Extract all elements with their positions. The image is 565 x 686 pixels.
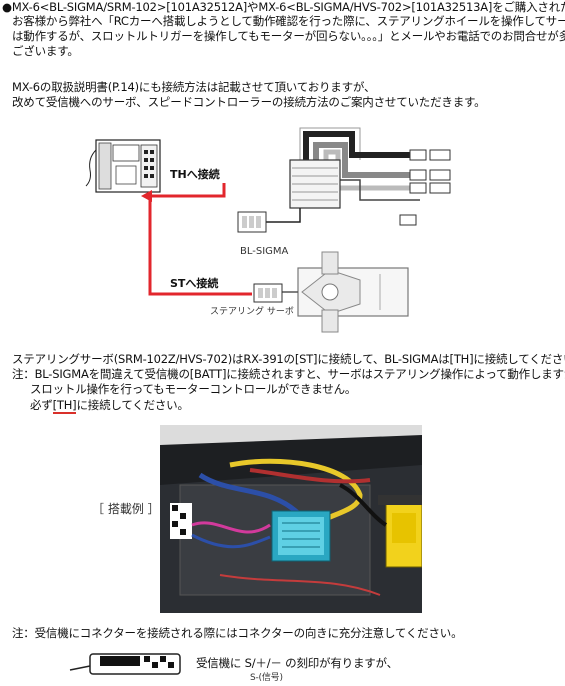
caution-must-text: 必ず [30, 398, 53, 412]
esc-connector [237, 208, 301, 233]
th-label: THへ接続 [170, 167, 220, 181]
installation-photo [160, 425, 422, 613]
th-emphasis: [TH] [52, 398, 77, 414]
caution-line-3: 必ず[TH]に接続してください。 [30, 398, 189, 414]
servo-label: ステアリング サーボ [210, 305, 294, 317]
esc-wiring [299, 127, 451, 226]
receiver-closeup-icon [69, 653, 181, 675]
esc-unit-icon [289, 159, 341, 209]
intro-line-2: お客様から弊社へ「RCカーへ搭載しようとして動作確認を行った際に、ステアリングホ… [12, 14, 565, 28]
caution-connect-text: に接続してください。 [76, 398, 189, 412]
servo-icon [253, 251, 409, 333]
caution-line-2: スロットル操作を行ってもモーターコントロールができません。 [30, 382, 357, 396]
esc-label: BL-SIGMA [240, 246, 289, 257]
intro-line-3: は動作するが、スロットルトリガーを操作してもモーターが回らない。。。」とメールや… [12, 29, 565, 43]
manual-note-line-1: MX-6の取扱説明書(P.14)にも接続方法は記載させて頂いておりますが、 [12, 80, 376, 94]
st-arrow [148, 198, 252, 296]
caution-line-1: 注：BL-SIGMAを間違えて受信機の[BATT]に接続されますと、サーボはステ… [12, 367, 565, 381]
stamp-note-line-1: 受信機に S/＋/－ の刻印が有りますが、 [196, 656, 398, 670]
instruction-line-1: ステアリングサーボ(SRM-102Z/HVS-702)はRX-391の[ST]に… [12, 352, 565, 366]
photo-caption: ［ 搭載例 ］ [92, 502, 160, 516]
stamp-note-line-2: S-(信号) [250, 673, 283, 683]
connector-caution: 注：受信機にコネクターを接続される際にはコネクターの向きに充分注意してください。 [12, 626, 463, 640]
wiring-diagram: THへ接続 STへ接続 BL-SIGMA ステアリング サーボ [85, 127, 451, 333]
receiver-icon [85, 139, 161, 193]
intro-line-1: ●MX-6<BL-SIGMA/SRM-102>[101A32512A]やMX-6… [2, 0, 565, 14]
manual-note-line-2: 改めて受信機へのサーボ、スピードコントローラーの接続方法のご案内させていただきま… [12, 95, 486, 109]
st-label: STへ接続 [170, 276, 218, 290]
intro-line-4: ございます。 [12, 44, 79, 58]
